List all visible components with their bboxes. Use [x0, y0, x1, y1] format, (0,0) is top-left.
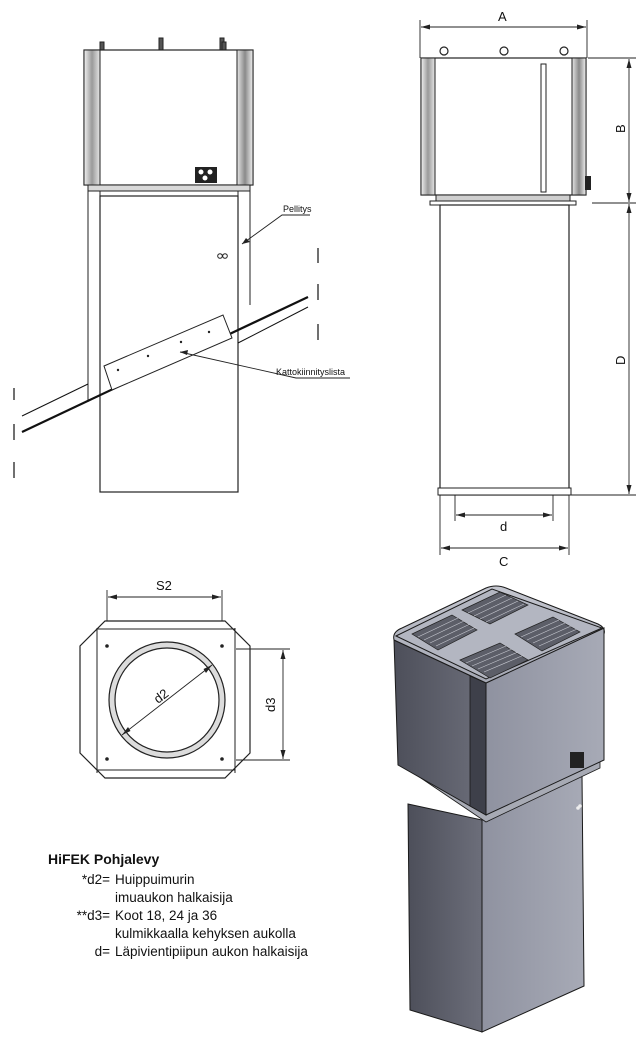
legend-text: Läpivientipiipun aukon halkaisija: [115, 944, 308, 959]
legend-row-d: d= Läpivientipiipun aukon halkaisija: [48, 943, 378, 961]
dim-d3-label: d3: [263, 698, 278, 712]
dim-b-label: B: [613, 124, 628, 133]
base-plate-view: S2 d2 d3: [79, 578, 290, 779]
legend-text: imuaukon halkaisija: [115, 890, 233, 905]
dim-d-label: D: [613, 356, 628, 365]
roof-bracket: [103, 314, 233, 391]
side-view-left: Pellitys Kattokiinnityslista: [13, 37, 350, 493]
duct-shaft-front: [439, 204, 570, 496]
legend-key: *d2=: [81, 872, 110, 887]
legend-title: HiFEK Pohjalevy: [48, 851, 160, 867]
legend: HiFEK Pohjalevy *d2= Huippuimurin imuauk…: [48, 850, 378, 961]
legend-row-d3: **d3= Koot 18, 24 ja 36: [48, 907, 378, 925]
junction-box-icon: [195, 167, 217, 183]
isometric-view: [393, 585, 605, 1033]
dim-d2-label: d2: [151, 686, 172, 707]
legend-text: kulmikkaalla kehyksen aukolla: [115, 926, 296, 941]
legend-row-d3-cont: kulmikkaalla kehyksen aukolla: [48, 925, 378, 943]
legend-row-d2: *d2= Huippuimurin: [48, 871, 378, 889]
fan-cap-body: [83, 49, 254, 186]
elevation-view-right: A B D: [419, 9, 636, 569]
dim-s2-label: S2: [156, 578, 172, 593]
dim-small-d-label: d: [500, 519, 507, 534]
fan-cap-body-front: [420, 57, 587, 196]
flashing-outline: [87, 188, 251, 402]
legend-key-empty: [48, 889, 115, 907]
kattokiinnityslista-label: Kattokiinnityslista: [276, 367, 345, 377]
legend-text: Huippuimurin: [115, 872, 195, 887]
dim-a-label: A: [498, 9, 507, 24]
legend-key: d=: [94, 944, 110, 959]
pellitys-label: Pellitys: [283, 204, 312, 214]
dim-c-label: C: [499, 554, 508, 569]
legend-row-d2-cont: imuaukon halkaisija: [48, 889, 378, 907]
legend-key-empty: [48, 925, 115, 943]
legend-text: Koot 18, 24 ja 36: [115, 908, 218, 923]
legend-key: **d3=: [76, 908, 110, 923]
